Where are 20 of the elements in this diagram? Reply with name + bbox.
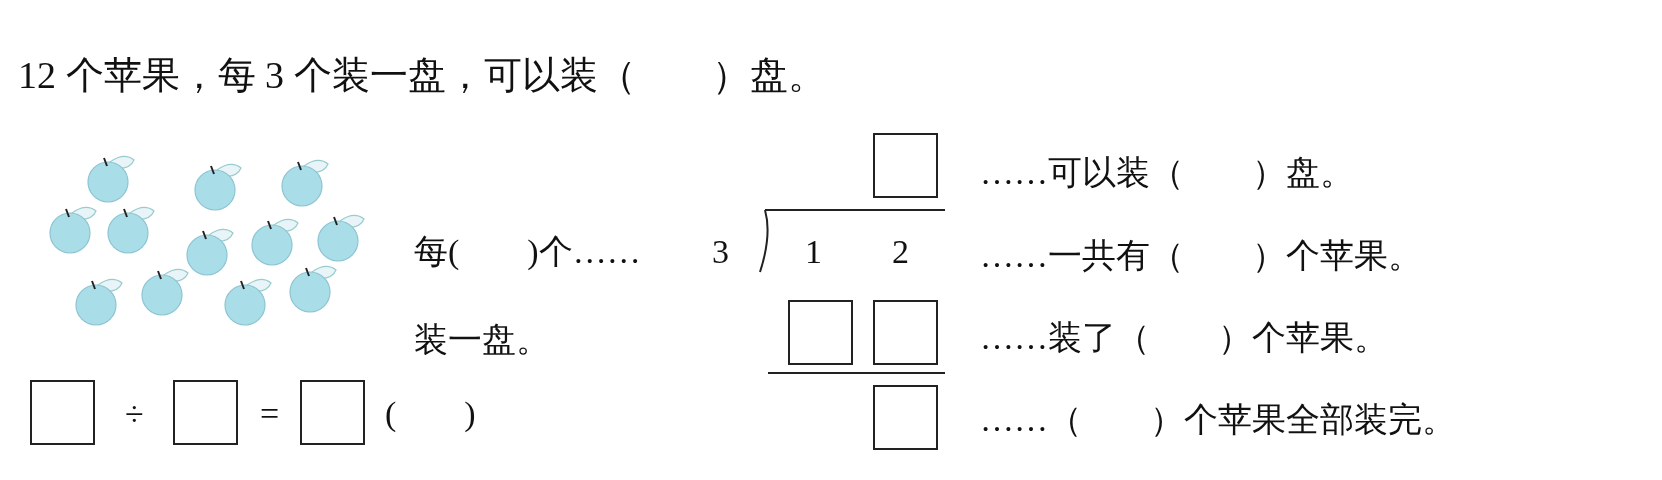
phrase-text: 每( )个……	[414, 232, 641, 272]
answer-box	[300, 380, 365, 445]
divisor-number: 3	[712, 232, 729, 272]
answer-box	[30, 380, 95, 445]
dividend-digit: 2	[892, 232, 909, 272]
phrase-text: 装一盘。	[414, 320, 550, 360]
answer-sentence: ……（ ）个苹果全部装完。	[980, 400, 1456, 440]
operator-sign: ÷	[125, 394, 144, 434]
operator-sign: =	[260, 394, 280, 434]
answer-box	[873, 300, 938, 365]
answer-box	[173, 380, 238, 445]
answer-box	[873, 133, 938, 198]
answer-sentence: ……装了（ ）个苹果。	[980, 318, 1388, 358]
answer-sentence: ……一共有（ ）个苹果。	[980, 236, 1422, 276]
answer-box	[788, 300, 853, 365]
question-text: 12 个苹果，每 3 个装一盘，可以装（ ）盘。	[18, 53, 826, 98]
unit-blank: ( )	[385, 394, 476, 434]
answer-sentence: ……可以装（ ）盘。	[980, 153, 1354, 193]
answer-box	[873, 385, 938, 450]
dividend-digit: 1	[805, 232, 822, 272]
